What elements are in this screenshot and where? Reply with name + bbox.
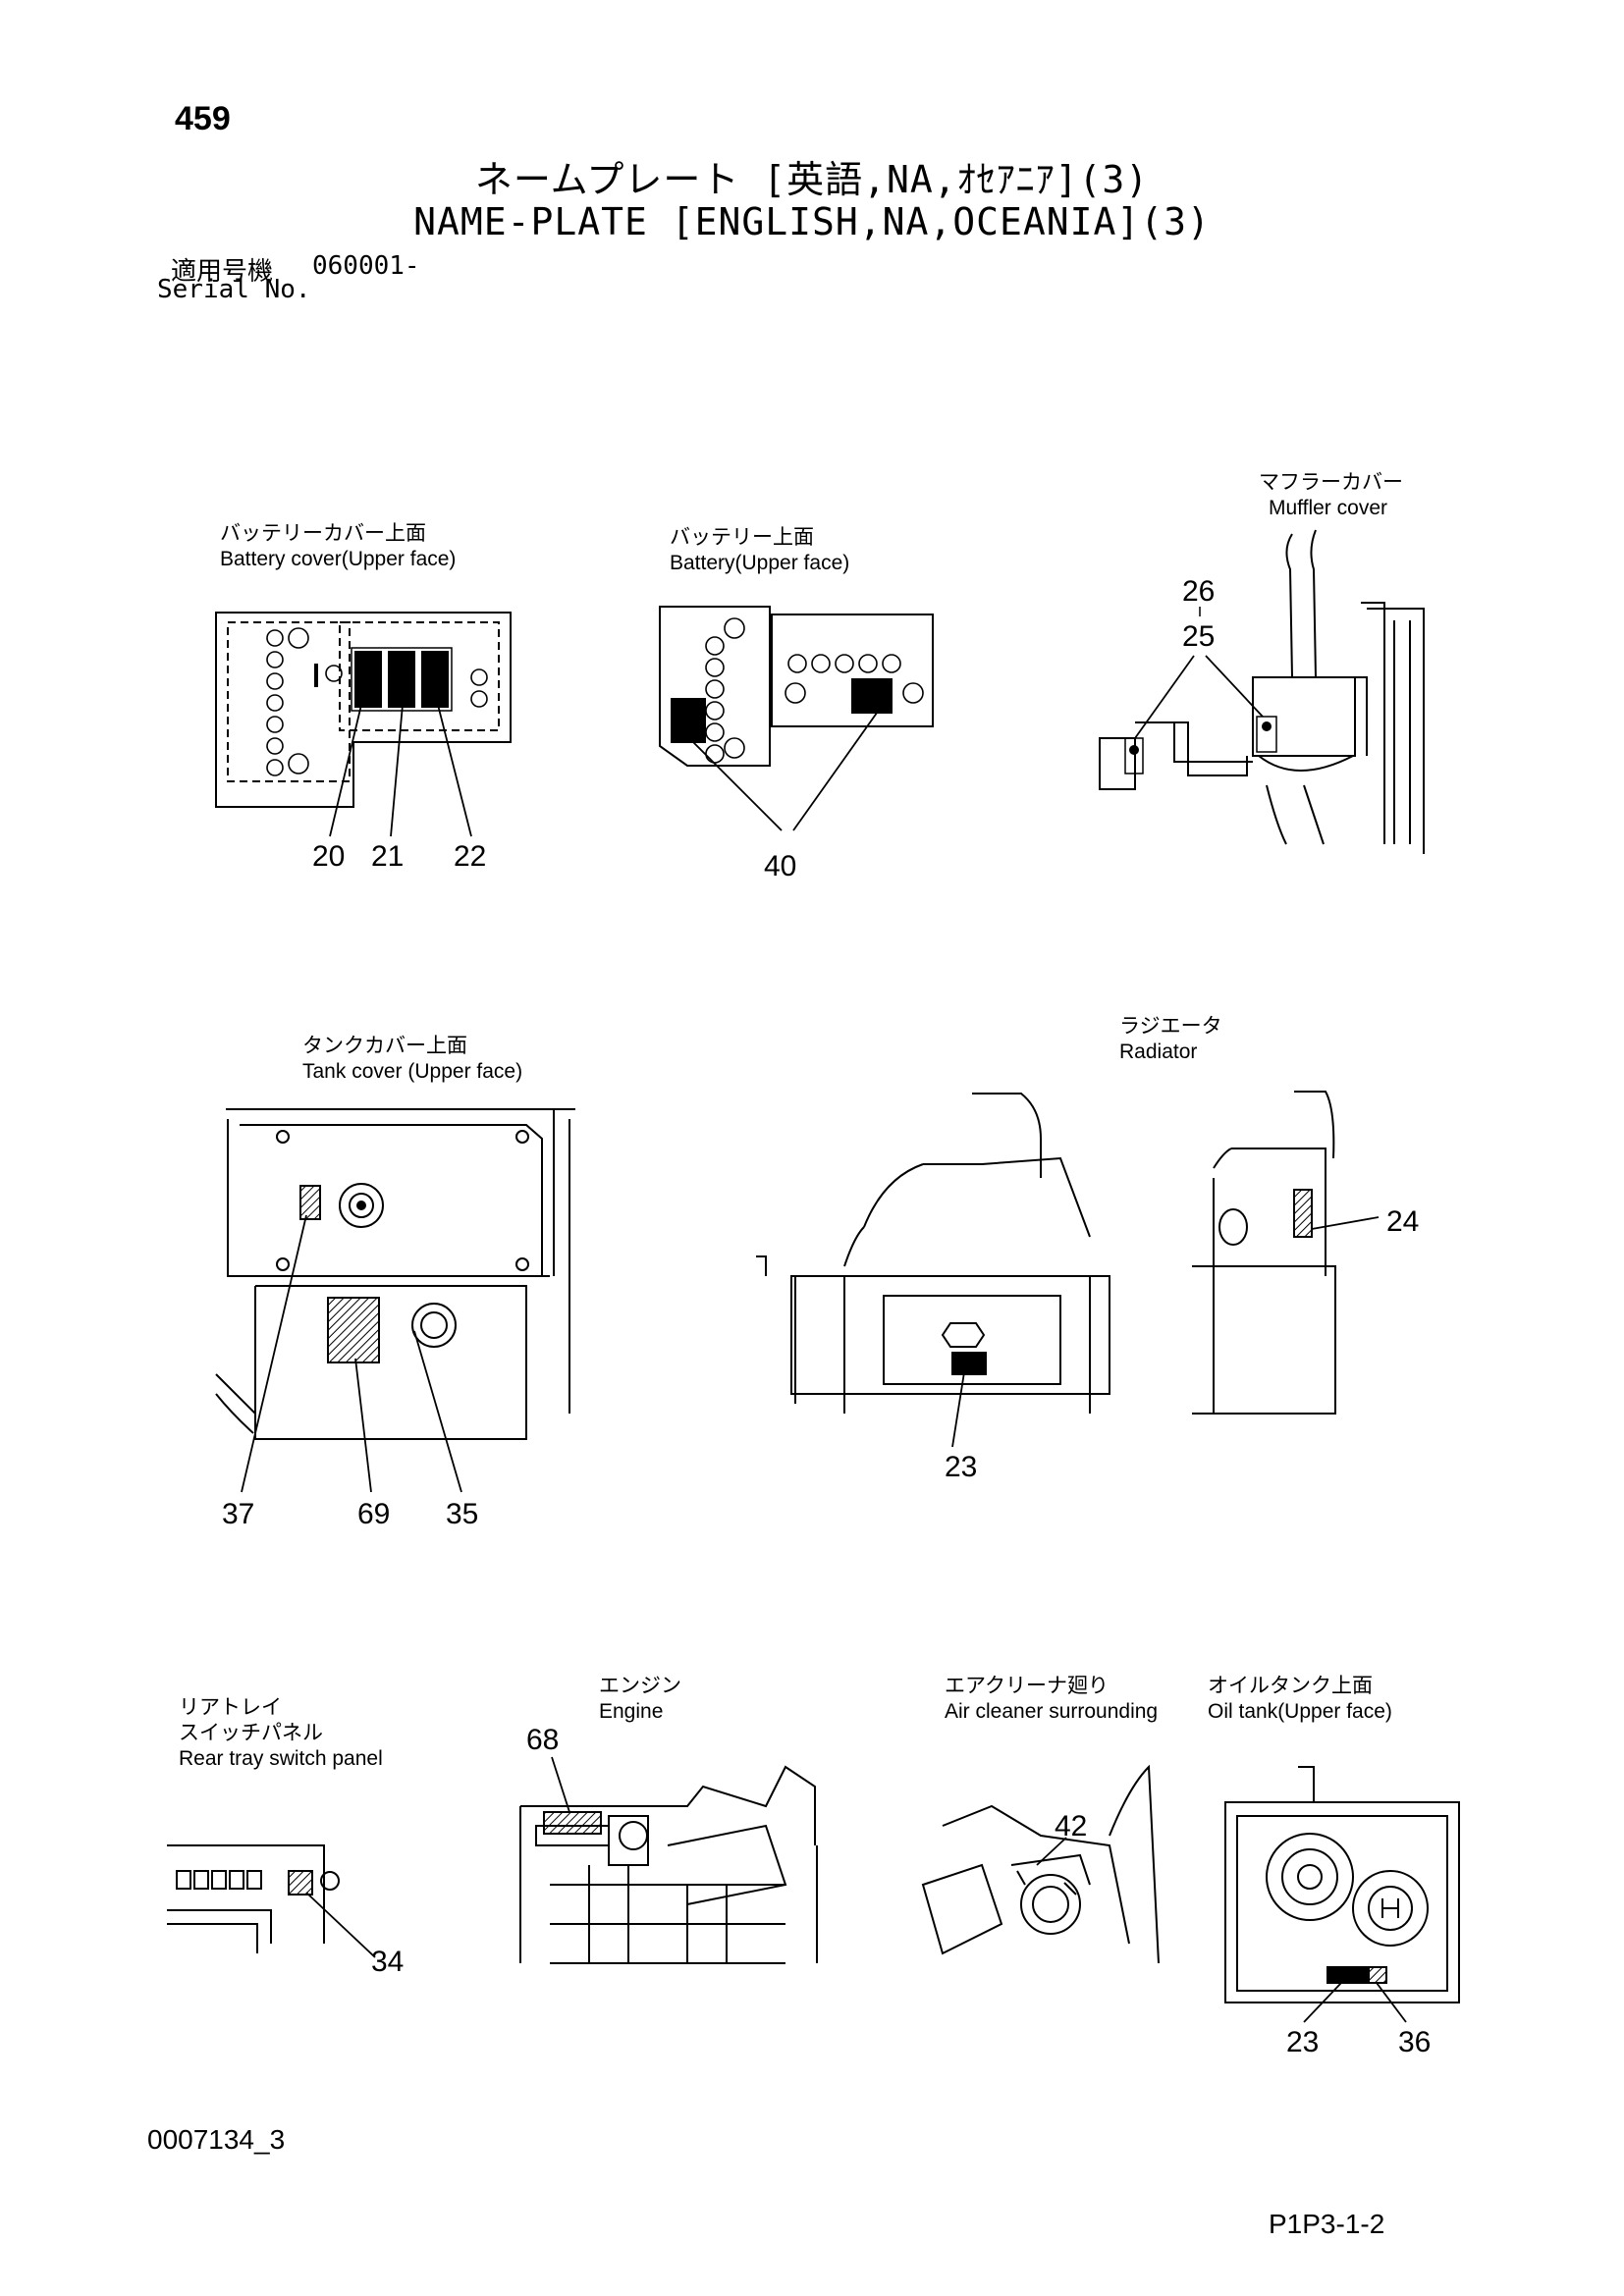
oil-tank-label-en: Oil tank(Upper face) [1208, 1700, 1392, 1723]
air-cleaner-drawing [921, 1764, 1160, 1964]
callout-37: 37 [222, 1498, 255, 1530]
callout-40: 40 [764, 850, 797, 882]
engine-label-jp: エンジン [599, 1675, 681, 1697]
callout-22: 22 [454, 840, 487, 873]
rear-tray-label-jp2: スイッチパネル [179, 1722, 323, 1744]
callout-68: 68 [526, 1724, 560, 1756]
battery-label-en: Battery(Upper face) [670, 552, 850, 574]
callout-42: 42 [1055, 1810, 1088, 1842]
muffler-drawing [1099, 529, 1425, 854]
page-code: P1P3-1-2 [1269, 2209, 1385, 2239]
muffler-label-en: Muffler cover [1269, 497, 1387, 519]
callout-69: 69 [357, 1498, 391, 1530]
oil-tank-label-jp: オイルタンク上面 [1208, 1675, 1373, 1697]
tank-cover-label-jp: タンクカバー上面 [302, 1035, 467, 1057]
serial-label-jp: 適用号機 [171, 257, 274, 287]
air-cleaner-label-jp: エアクリーナ廻り [945, 1675, 1109, 1697]
radiator-drawing [756, 1093, 1110, 1448]
tank-cover-label-en: Tank cover (Upper face) [302, 1060, 523, 1083]
battery-label-jp: バッテリー上面 [670, 526, 814, 549]
engine-label-en: Engine [599, 1700, 664, 1723]
callout-34: 34 [371, 1946, 405, 1978]
callout-26: 26 [1182, 575, 1216, 608]
callout-35: 35 [446, 1498, 479, 1530]
oil-tank-drawing [1224, 1766, 1460, 2023]
title-japanese: ネームプレート [英語,NA,ｵｾｱﾆｱ](3) [474, 158, 1150, 201]
rear-tray-label-jp1: リアトレイ [179, 1696, 282, 1719]
doc-id: 0007134_3 [147, 2124, 286, 2155]
tank-cover-drawing [215, 1108, 575, 1493]
battery-cover-drawing [215, 612, 512, 837]
page-number: 459 [175, 100, 231, 137]
callout-21: 21 [371, 840, 405, 873]
radiator-label-en: Radiator [1119, 1041, 1198, 1063]
battery-cover-label-en: Battery cover(Upper face) [220, 548, 457, 570]
callout-23-oil-tank: 23 [1286, 2026, 1320, 2058]
rear-tray-drawing [167, 1844, 376, 1958]
callout-24: 24 [1386, 1205, 1420, 1238]
callout-25: 25 [1182, 620, 1216, 653]
callout-36: 36 [1398, 2026, 1432, 2058]
battery-cover-label-jp: バッテリーカバー上面 [220, 522, 426, 545]
muffler-label-jp: マフラーカバー [1259, 471, 1403, 494]
air-cleaner-label-en: Air cleaner surrounding [945, 1700, 1159, 1723]
callout-23-radiator: 23 [945, 1451, 978, 1483]
radiator-label-jp: ラジエータ [1119, 1015, 1222, 1038]
callout-20: 20 [312, 840, 346, 873]
engine-drawing [519, 1756, 818, 1964]
battery-drawing [659, 606, 934, 831]
serial-label-en: Serial No. [157, 275, 311, 304]
serial-value: 060001- [312, 251, 420, 281]
title-english: NAME-PLATE [ENGLISH,NA,OCEANIA](3) [413, 200, 1211, 243]
radiator-side-drawing [1192, 1091, 1380, 1415]
rear-tray-label-en: Rear tray switch panel [179, 1747, 383, 1770]
